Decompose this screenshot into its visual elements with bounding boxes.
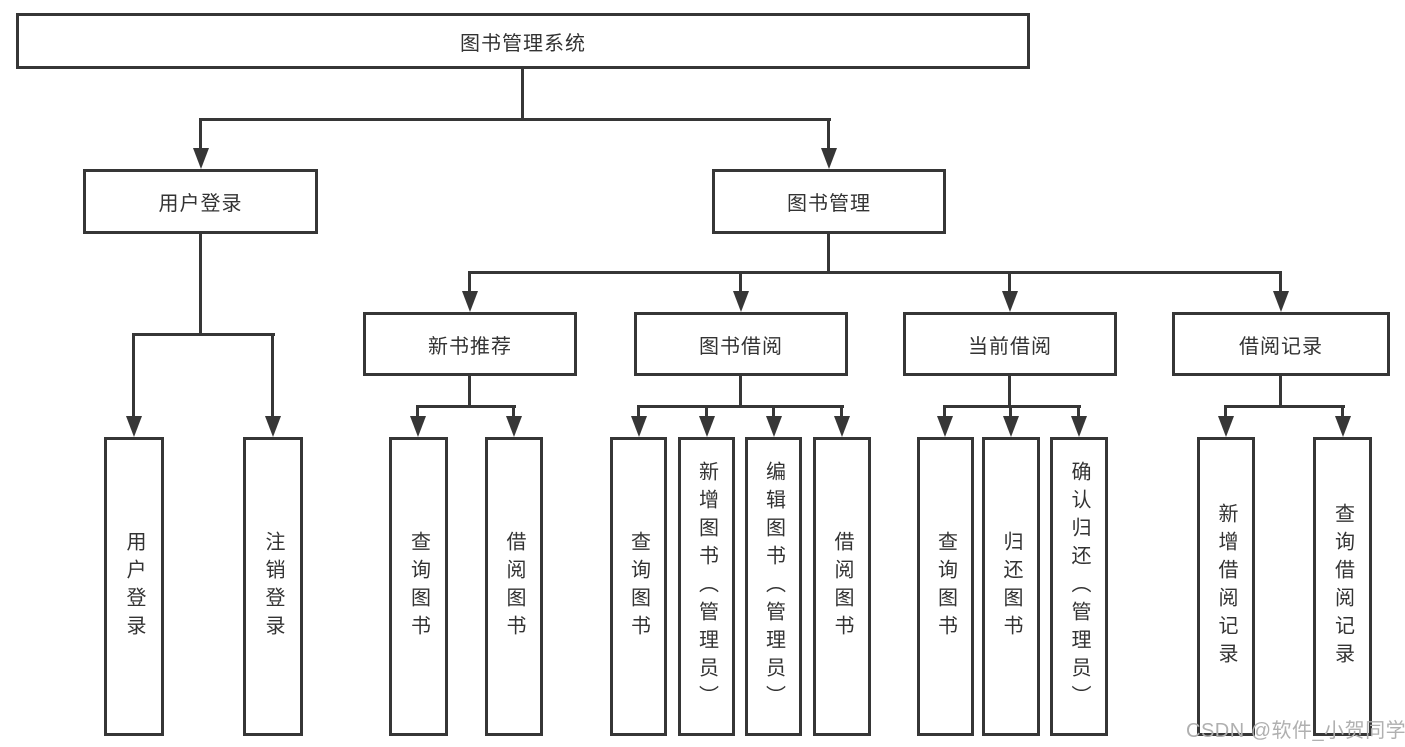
connector-new-book-stem — [468, 376, 471, 408]
connector-user-login-stem — [199, 232, 202, 336]
leaf-query-books-3: 查询图书 — [917, 437, 974, 736]
leaf-borrow-books-2: 借阅图书 — [813, 437, 871, 736]
leaf-confirm-return-admin-label: 确认归还（管理员） — [1068, 460, 1090, 713]
connector-current-borrow-branch — [943, 405, 1081, 408]
connector-to-new-book — [468, 271, 471, 292]
arrowhead — [766, 416, 782, 437]
node-current-borrow: 当前借阅 — [903, 312, 1117, 376]
node-borrow-records: 借阅记录 — [1172, 312, 1390, 376]
connector-leafstem — [1224, 405, 1227, 419]
node-root: 图书管理系统 — [16, 13, 1030, 69]
connector-to-book-management — [827, 118, 830, 152]
connector-borrow-records-stem — [1279, 376, 1282, 408]
leaf-query-borrow-record-label: 查询借阅记录 — [1331, 502, 1354, 671]
leaf-logout-label: 注销登录 — [262, 530, 284, 643]
leaf-query-books-1-label: 查询图书 — [407, 530, 430, 643]
leaf-user-login-label: 用户登录 — [123, 530, 145, 643]
connector-borrow-records-branch — [1224, 405, 1345, 408]
connector-book-borrow-stem — [739, 376, 742, 408]
arrowhead-to-new-book — [462, 291, 478, 312]
arrowhead-to-borrow-records — [1273, 291, 1289, 312]
leaf-confirm-return-admin: 确认归还（管理员） — [1050, 437, 1108, 736]
leaf-logout: 注销登录 — [243, 437, 303, 736]
connector-root-stem — [521, 68, 524, 121]
node-new-book-recommend: 新书推荐 — [363, 312, 577, 376]
connector-leafstem — [637, 405, 640, 419]
leaf-return-books: 归还图书 — [982, 437, 1040, 736]
arrowhead-to-leaf-user-login — [126, 416, 142, 437]
leaf-edit-books-admin: 编辑图书（管理员） — [745, 437, 802, 736]
connector-leafstem — [416, 405, 419, 419]
connector-leafstem — [512, 405, 515, 419]
node-book-borrow-label: 图书借阅 — [699, 335, 783, 358]
arrowhead — [410, 416, 426, 437]
node-current-borrow-label: 当前借阅 — [968, 335, 1052, 358]
csdn-watermark: CSDN @软件_小贺同学 — [1186, 720, 1405, 742]
connector-to-user-login — [199, 118, 202, 152]
leaf-user-login: 用户登录 — [104, 437, 164, 736]
leaf-return-books-label: 归还图书 — [1000, 530, 1022, 643]
node-new-book-recommend-label: 新书推荐 — [428, 335, 512, 358]
connector-root-branch — [199, 118, 831, 121]
arrowhead — [1003, 416, 1019, 437]
connector-new-book-branch — [416, 405, 516, 408]
arrowhead-to-user-login — [193, 148, 209, 169]
arrowhead — [631, 416, 647, 437]
connector-to-borrow-records — [1279, 271, 1282, 292]
connector-user-login-branch — [132, 333, 275, 336]
connector-leafstem — [1341, 405, 1344, 419]
arrowhead — [1218, 416, 1234, 437]
leaf-query-books-1: 查询图书 — [389, 437, 448, 736]
leaf-query-books-2-label: 查询图书 — [627, 530, 650, 643]
leaf-add-borrow-record: 新增借阅记录 — [1197, 437, 1255, 736]
node-user-login-label: 用户登录 — [158, 193, 243, 215]
connector-book-mgmt-branch — [468, 271, 1282, 274]
arrowhead-to-leaf-logout — [265, 416, 281, 437]
connector-leafstem — [772, 405, 775, 419]
arrowhead — [1335, 416, 1351, 437]
node-book-management: 图书管理 — [712, 169, 946, 234]
arrowhead — [834, 416, 850, 437]
node-borrow-records-label: 借阅记录 — [1239, 335, 1323, 358]
connector-leafstem — [840, 405, 843, 419]
arrowhead — [699, 416, 715, 437]
arrowhead-to-book-borrow — [733, 291, 749, 312]
leaf-query-borrow-record: 查询借阅记录 — [1313, 437, 1372, 736]
node-user-login: 用户登录 — [83, 169, 318, 234]
leaf-borrow-books-1-label: 借阅图书 — [503, 530, 525, 643]
leaf-add-books-admin-label: 新增图书（管理员） — [695, 460, 718, 713]
connector-leafstem — [943, 405, 946, 419]
connector-leafstem — [1077, 405, 1080, 419]
arrowhead — [1071, 416, 1087, 437]
leaf-query-books-3-label: 查询图书 — [934, 530, 957, 643]
leaf-borrow-books-2-label: 借阅图书 — [831, 530, 853, 643]
connector-to-leaf-user-login — [132, 333, 135, 417]
node-root-label: 图书管理系统 — [460, 32, 586, 55]
connector-leafstem — [705, 405, 708, 419]
node-book-management-label: 图书管理 — [787, 193, 871, 215]
leaf-query-books-2: 查询图书 — [610, 437, 667, 736]
connector-book-borrow-branch — [637, 405, 844, 408]
connector-to-current-borrow — [1008, 271, 1011, 292]
connector-current-borrow-stem — [1008, 376, 1011, 408]
connector-to-leaf-logout — [271, 333, 274, 417]
leaf-add-borrow-record-label: 新增借阅记录 — [1215, 502, 1237, 671]
leaf-borrow-books-1: 借阅图书 — [485, 437, 543, 736]
node-book-borrow: 图书借阅 — [634, 312, 848, 376]
connector-leafstem — [1009, 405, 1012, 419]
connector-to-book-borrow — [739, 271, 742, 292]
arrowhead-to-current-borrow — [1002, 291, 1018, 312]
arrowhead — [506, 416, 522, 437]
connector-book-mgmt-stem — [827, 232, 830, 274]
leaf-add-books-admin: 新增图书（管理员） — [678, 437, 735, 736]
arrowhead — [937, 416, 953, 437]
leaf-edit-books-admin-label: 编辑图书（管理员） — [762, 460, 785, 713]
arrowhead-to-book-management — [821, 148, 837, 169]
